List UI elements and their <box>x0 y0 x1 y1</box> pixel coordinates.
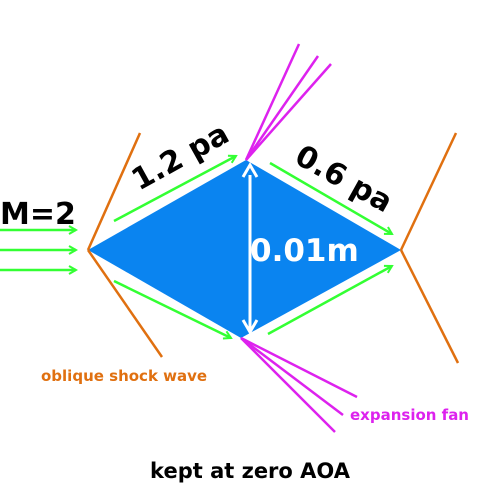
upper-front-flow-arrow <box>113 156 236 223</box>
expansion-fan-label: expansion fan <box>350 406 469 424</box>
surface-flow-arrows <box>113 156 392 338</box>
shock-wave-label: oblique shock wave <box>41 367 207 385</box>
upper-rear-flow-arrow <box>269 161 392 236</box>
expansion-fan-lower <box>240 336 358 433</box>
mach-label: M=2 <box>0 197 76 232</box>
freestream-arrows <box>0 230 76 270</box>
thickness-arrow <box>241 162 259 335</box>
thickness-label: 0.01m <box>250 233 359 269</box>
leading-shock-upper <box>86 132 142 251</box>
diamond-airfoil <box>88 160 401 338</box>
leading-shock-lower <box>86 249 164 358</box>
caption: kept at zero AOA <box>150 459 351 483</box>
trailing-shock-upper <box>399 132 458 251</box>
lower-front-flow-arrow <box>113 279 231 338</box>
expansion-fan-upper <box>244 43 332 161</box>
trailing-shock-lower <box>399 249 460 364</box>
lower-rear-flow-arrow <box>267 266 392 336</box>
